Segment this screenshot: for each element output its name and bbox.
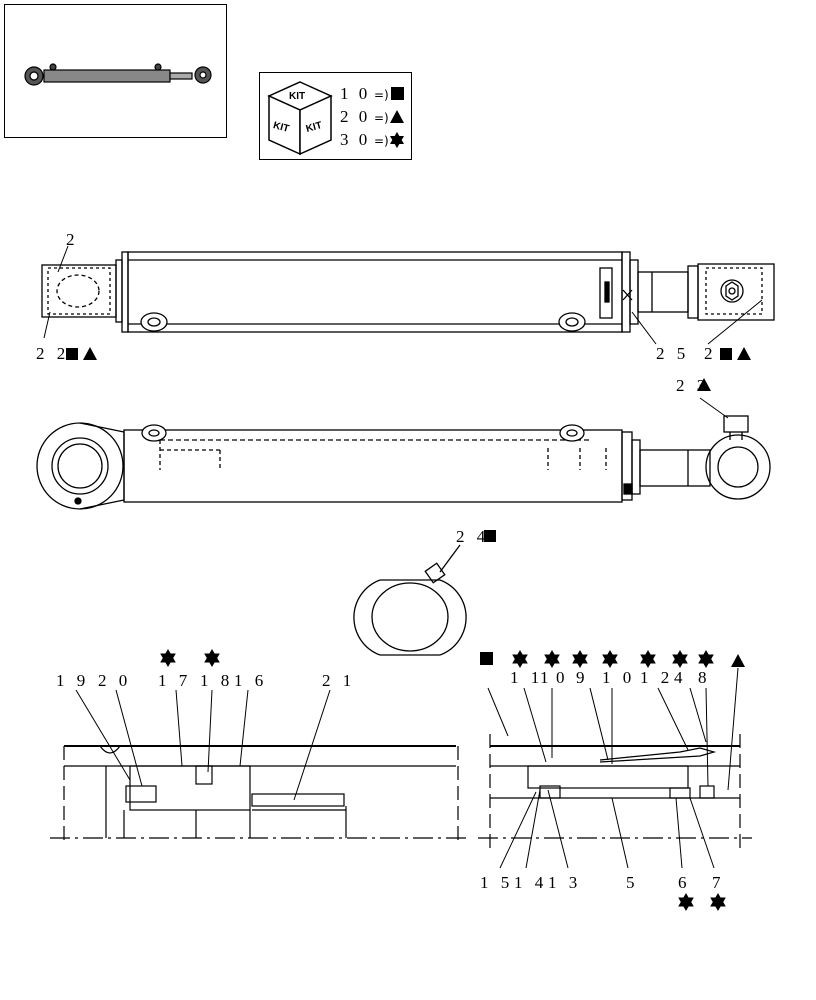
detail-pin-view: [353, 544, 467, 656]
callout-23: 2 3: [676, 376, 710, 395]
callout-25: 2 5: [656, 344, 690, 363]
svg-text:=): =): [374, 134, 389, 148]
callout-17: 1 7: [158, 671, 192, 690]
callout-8: 8: [698, 668, 711, 687]
callout-18: 1 8: [200, 671, 234, 690]
callout-16: 1 6: [234, 671, 268, 690]
callout-2-top: 2: [66, 230, 79, 249]
callout-24: 2 4: [456, 527, 490, 546]
callout-14: 1 4: [514, 873, 548, 892]
callout-10b: 1 0: [602, 668, 636, 687]
kit-legend-box: [259, 72, 412, 160]
kit-legend-symbols: =) =) =): [374, 87, 405, 149]
svg-text:=): =): [374, 111, 389, 125]
left-section-detail: [50, 745, 470, 840]
callout-19: 1 9: [56, 671, 90, 690]
kit-cube-icon: [267, 81, 333, 156]
callout-13: 1 3: [548, 873, 582, 892]
callout-21: 2 1: [322, 671, 356, 690]
thumbnail-frame: [4, 4, 227, 138]
kit-legend-row-2: 2 0: [340, 107, 371, 126]
callout-2-right: 2: [704, 344, 717, 363]
callout-5: 5: [626, 873, 639, 892]
callout-1: 1: [540, 668, 553, 687]
right-section-detail: [478, 734, 752, 852]
callout-22: 2 2: [36, 344, 70, 363]
callout-10a: 0: [556, 668, 569, 687]
cylinder-top-view: [41, 251, 775, 333]
leader-lines: [43, 245, 763, 869]
callout-15: 1 5: [480, 873, 514, 892]
cylinder-side-view: [36, 415, 771, 510]
callout-4: 4: [674, 668, 687, 687]
thumbnail-cylinder: [24, 63, 212, 86]
svg-text:=): =): [374, 88, 389, 102]
callout-7: 7: [712, 873, 725, 892]
kit-legend-row-3: 3 0: [340, 130, 371, 149]
kit-cube-label-top: KIT: [289, 91, 306, 102]
callout-11: 1 1: [510, 668, 544, 687]
callout-20: 2 0: [98, 671, 132, 690]
callout-12: 1 2: [640, 668, 674, 687]
kit-legend-row-1: 1 0: [340, 84, 371, 103]
symbol-markers: [66, 347, 751, 911]
callout-6: 6: [678, 873, 691, 892]
callout-9: 9: [576, 668, 589, 687]
